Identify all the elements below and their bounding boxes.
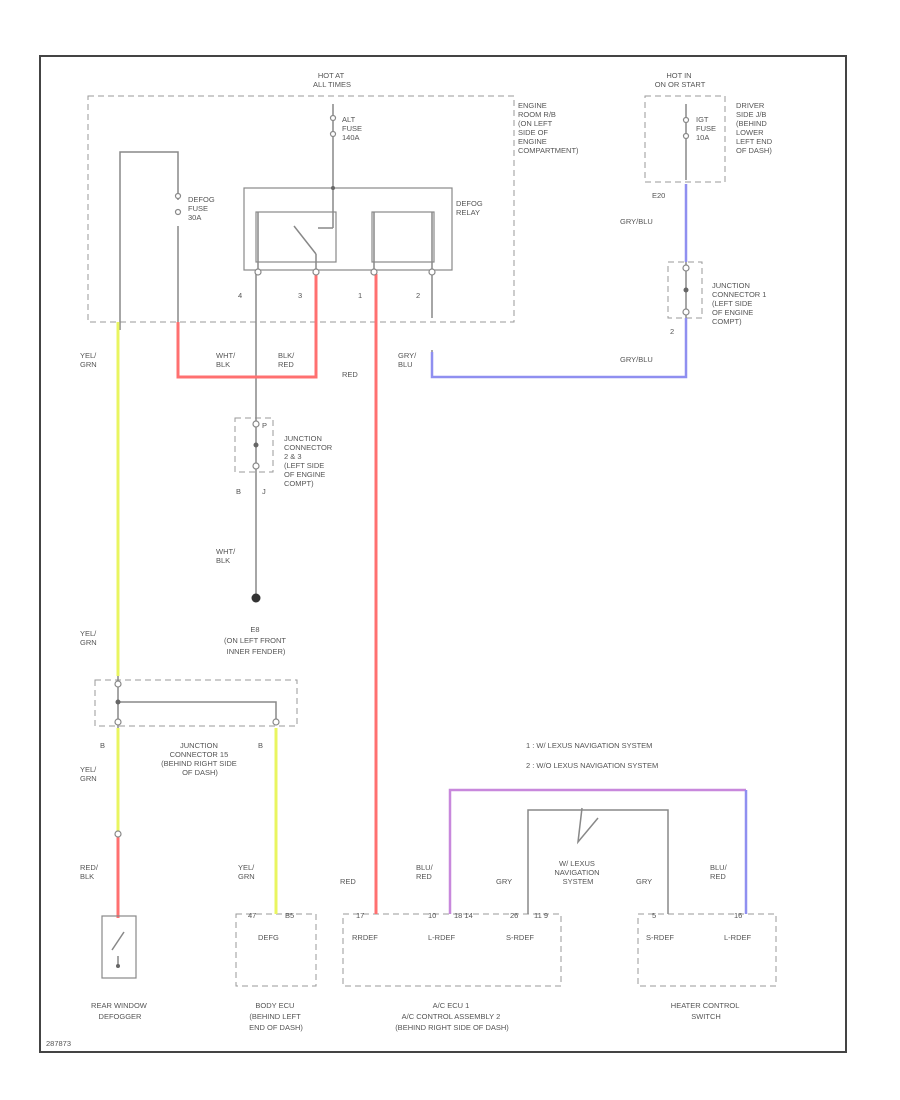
left-hot-label: HOT AT ALL TIMES	[313, 71, 351, 89]
blu-red-wire-ac	[448, 788, 746, 914]
ac-ecu-terminal-rrdef: RRDEF	[352, 933, 378, 942]
wht-blk-label-top: WHT/ BLK	[216, 351, 237, 369]
alt-fuse-label: ALT FUSE 140A	[342, 115, 364, 142]
alt-fuse-symbol	[329, 114, 337, 138]
yel-grn-label-body: YEL/ GRN	[238, 863, 256, 881]
jc2-pin-b: B	[236, 487, 241, 496]
defog-fuse-wire	[119, 151, 179, 377]
right-hot-label: HOT IN ON OR START	[655, 71, 706, 89]
yel-grn-label-top: YEL/ GRN	[80, 351, 98, 369]
blu-red-label-ac: BLU/ RED	[416, 863, 435, 881]
diagram-border	[39, 55, 847, 1053]
yel-grn-label-low: YEL/ GRN	[80, 765, 98, 783]
heater-terminal-srdef: S-RDEF	[646, 933, 674, 942]
driver-jb-box	[644, 95, 726, 183]
defog-relay-label: DEFOG RELAY	[456, 199, 485, 217]
ac-ecu-label: A/C ECU 1 A/C CONTROL ASSEMBLY 2 (BEHIND…	[395, 1001, 509, 1032]
heater-pin-16: 16	[734, 911, 742, 920]
gry-label-ac: GRY	[496, 877, 512, 886]
heater-terminal-lrdef: L-RDEF	[724, 933, 752, 942]
red-blk-label: RED/ BLK	[80, 863, 100, 881]
ac-ecu-terminal-lrdef: L-RDEF	[428, 933, 456, 942]
e20-pin-label: E20	[652, 191, 665, 200]
defogger-contact	[116, 964, 120, 968]
heater-switch-box	[637, 913, 777, 987]
body-ecu-label: BODY ECU (BEHIND LEFT END OF DASH)	[249, 1001, 303, 1032]
junction-dots	[115, 186, 689, 705]
relay-switch-arm	[293, 225, 317, 255]
jc15-internal	[117, 676, 277, 730]
igt-fuse-symbol	[682, 116, 690, 140]
relay-pin-1: 1	[358, 291, 362, 300]
jc15-label: JUNCTION CONNECTOR 15 (BEHIND RIGHT SIDE…	[161, 741, 239, 777]
gry-blu-relay-label: GRY/ BLU	[398, 351, 418, 369]
jc2-pin-p: P	[262, 421, 267, 430]
nav-switch-loop	[527, 809, 669, 914]
ac-ecu-box	[342, 913, 562, 987]
body-ecu-pin-47: 47	[248, 911, 256, 920]
gry-blu-wire	[430, 184, 688, 379]
defog-relay-box	[243, 187, 453, 271]
driver-jb-label: DRIVER SIDE J/B (BEHIND LOWER LEFT END O…	[736, 101, 774, 155]
defogger-element	[101, 915, 137, 979]
red-label-bottom: RED	[340, 877, 356, 886]
body-ecu-box	[235, 913, 317, 987]
defog-fuse-label: DEFOG FUSE 30A	[188, 195, 217, 222]
engine-room-rb-box	[87, 95, 515, 323]
blu-red-label-heater: BLU/ RED	[710, 863, 729, 881]
ground-label: E8 (ON LEFT FRONT INNER FENDER)	[224, 625, 288, 656]
body-ecu-pin-b5: B5	[285, 911, 294, 920]
connector-pins	[114, 264, 690, 838]
ac-ecu-pin-26: 26	[510, 911, 518, 920]
red-label-top: RED	[342, 370, 358, 379]
ground-point	[251, 593, 261, 603]
engine-room-rb-label: ENGINE ROOM R/B (ON LEFT SIDE OF ENGINE …	[518, 101, 579, 155]
jc1-pin-label: 2	[670, 327, 674, 336]
jc15-pin-b2: B	[258, 741, 263, 750]
defogger-switch-symbol	[111, 931, 125, 966]
igt-fuse-label: IGT FUSE 10A	[696, 115, 718, 142]
nav-switch-label: W/ LEXUS NAVIGATION SYSTEM	[554, 859, 601, 886]
gry-blu-bottom-label: GRY/BLU	[620, 355, 653, 364]
ac-ecu-pin-10: 10	[428, 911, 436, 920]
jc2-pin-j: J	[262, 487, 266, 496]
defog-fuse-symbol	[174, 192, 182, 216]
ac-ecu-pin-17: 17	[356, 911, 364, 920]
defogger-label: REAR WINDOW DEFOGGER	[91, 1001, 149, 1021]
body-ecu-terminal: DEFG	[258, 933, 279, 942]
nav-switch-contact	[576, 807, 599, 845]
relay-pin-2: 2	[416, 291, 420, 300]
legend: 1 : W/ LEXUS NAVIGATION SYSTEM 2 : W/O L…	[526, 741, 658, 770]
relay-pin-4: 4	[238, 291, 242, 300]
heater-switch-label: HEATER CONTROL SWITCH	[671, 1001, 741, 1021]
relay-coil	[371, 211, 435, 263]
jc2-label: JUNCTION CONNECTOR 2 & 3 (LEFT SIDE OF E…	[284, 434, 334, 488]
ac-ecu-pin-11-9: 11 9	[534, 911, 548, 920]
jc15-box	[94, 679, 298, 727]
blk-red-wire	[176, 274, 318, 379]
gry-label-heater: GRY	[636, 877, 652, 886]
relay-switch-section	[255, 211, 337, 263]
relay-pin-3: 3	[298, 291, 302, 300]
jc2-box	[234, 417, 274, 473]
ac-ecu-pin-18-14: 18 14	[454, 911, 473, 920]
ac-ecu-terminal-srdef: S-RDEF	[506, 933, 534, 942]
wht-blk-label-bottom: WHT/ BLK	[216, 547, 237, 565]
jc15-pin-b1: B	[100, 741, 105, 750]
jc1-box	[667, 261, 703, 319]
jc1-label: JUNCTION CONNECTOR 1 (LEFT SIDE OF ENGIN…	[712, 281, 769, 326]
blk-red-label: BLK/ RED	[278, 351, 296, 369]
heater-pin-5: 5	[652, 911, 656, 920]
diagram-id: 287873	[46, 1039, 71, 1048]
gry-blu-top-label: GRY/BLU	[620, 217, 653, 226]
yel-grn-label-mid: YEL/ GRN	[80, 629, 98, 647]
